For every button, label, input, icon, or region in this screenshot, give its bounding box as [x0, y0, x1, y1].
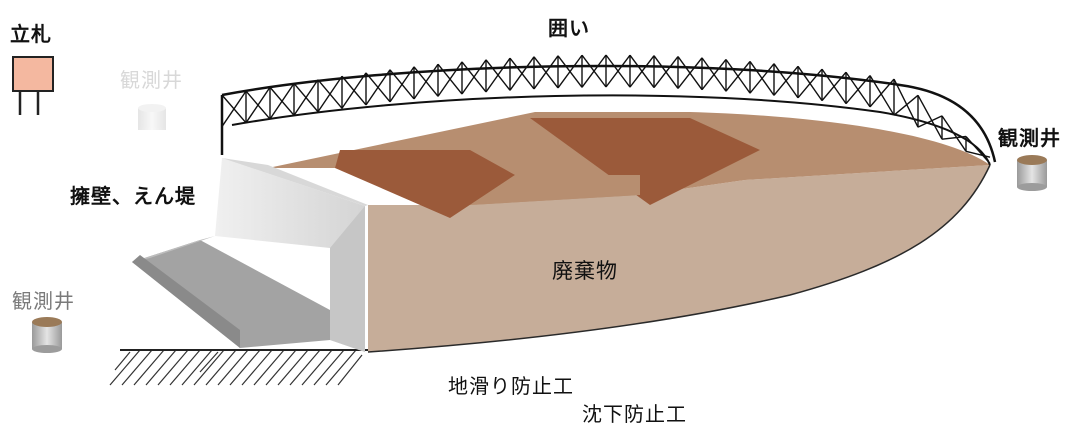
- fence-mesh-line: [389, 66, 415, 103]
- slope-band-upper: [530, 118, 760, 205]
- fence-mesh-line: [509, 56, 535, 91]
- sign-label: 立札: [10, 22, 52, 46]
- fence-mesh-line: [893, 78, 919, 128]
- fence-mesh-line: [341, 72, 367, 109]
- fence-mesh-line: [797, 68, 823, 99]
- fence-mesh-line: [749, 63, 775, 94]
- fence-mesh-line: [701, 59, 727, 91]
- retaining-wall-label: 擁壁、えん堤: [70, 184, 196, 208]
- waste-body: [368, 165, 990, 352]
- fence-mesh-line: [965, 136, 991, 164]
- fence-mesh-line: [821, 71, 847, 102]
- fence-label: 囲い: [548, 16, 590, 40]
- waste-label: 廃棄物: [552, 259, 618, 283]
- fence-mesh-line: [461, 59, 487, 95]
- slope-band-lower: [335, 150, 515, 218]
- fence-mesh: [221, 54, 991, 164]
- fence-mesh-line: [293, 79, 319, 116]
- fence-mesh-line: [629, 55, 655, 88]
- observation-well-left-icon: [32, 317, 62, 353]
- fence-mesh-line: [965, 150, 991, 158]
- fence-mesh-line: [485, 57, 511, 93]
- observation-well-faint-label: 観測井: [120, 68, 183, 92]
- observation-well-left-label: 観測井: [12, 289, 75, 313]
- fence-mesh-line: [653, 56, 679, 89]
- fence-mesh-line: [269, 83, 295, 120]
- observation-well-right-icon: [1017, 155, 1047, 191]
- fence-mesh-line: [581, 54, 607, 88]
- fence-mesh-line: [365, 69, 391, 106]
- fence-mesh-line: [941, 115, 967, 152]
- fence-mesh-line: [413, 63, 439, 100]
- embankment-block: [132, 240, 330, 348]
- fence-mesh-line: [557, 54, 583, 89]
- fence-mesh-line: [869, 78, 895, 108]
- fence-mesh-line: [677, 57, 703, 89]
- sign-icon: [12, 56, 54, 115]
- retaining-wall-side: [222, 158, 368, 206]
- fence-mesh-line: [725, 60, 751, 92]
- fence-mesh-line: [221, 90, 247, 127]
- fence-mesh-line: [533, 55, 559, 90]
- observation-well-faint-icon: [138, 104, 166, 130]
- ground-hatch: [109, 349, 363, 386]
- fence-mesh-line: [773, 65, 799, 96]
- fence-mesh-line: [917, 115, 943, 128]
- fence-mesh-line: [941, 135, 967, 140]
- subsidence-prevention-label: 沈下防止工: [582, 402, 687, 426]
- fence-mesh-line: [317, 75, 343, 113]
- fence-mesh-line: [845, 75, 871, 105]
- fence-mesh-line: [605, 54, 631, 88]
- observation-well-right-label: 観測井: [998, 126, 1061, 150]
- retaining-wall-face: [215, 158, 365, 352]
- fence-mesh-line: [893, 94, 919, 116]
- waste-step: [470, 175, 640, 205]
- fence-mesh-line: [917, 94, 943, 140]
- fence-mesh-line: [437, 61, 463, 97]
- fence-mesh-line: [869, 75, 895, 116]
- fence-mesh-line: [245, 86, 271, 124]
- landslide-prevention-label: 地滑り防止工: [448, 374, 574, 398]
